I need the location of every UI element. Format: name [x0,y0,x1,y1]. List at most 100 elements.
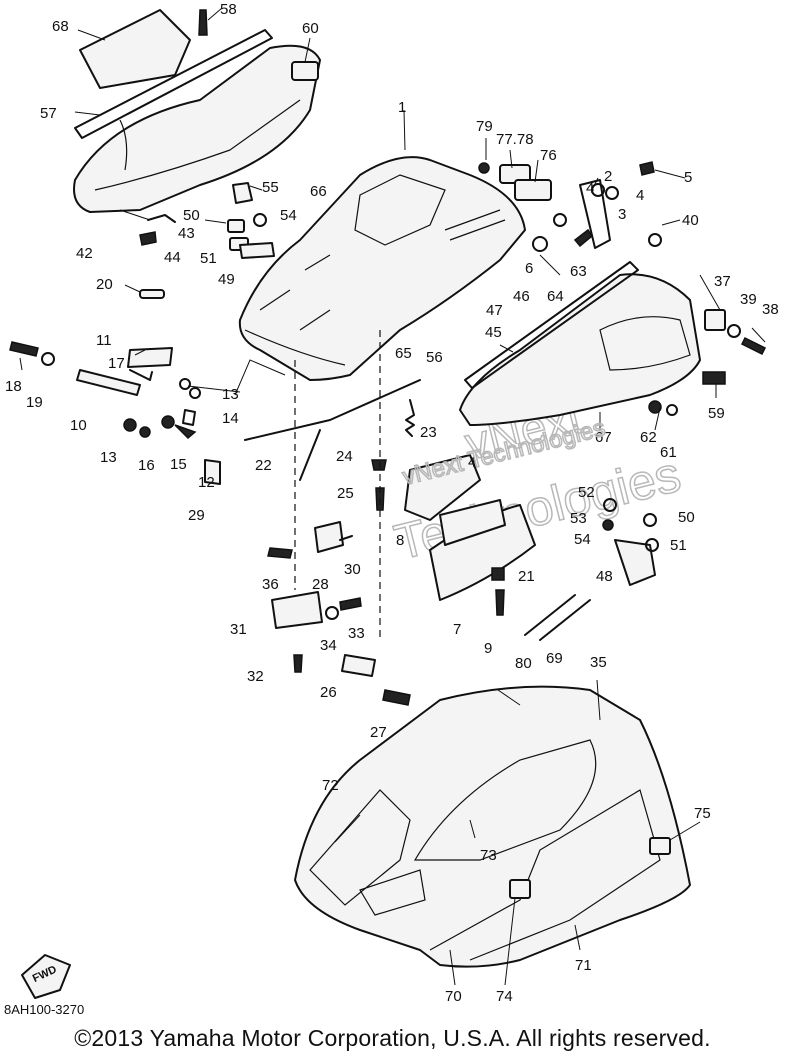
callout-34: 34 [320,637,337,654]
hardware-group-lower [267,459,411,706]
callout-56: 56 [426,349,443,366]
callout-73: 73 [480,847,497,864]
callout-5: 5 [684,169,692,186]
callout-55: 55 [262,179,279,196]
callout-70: 70 [445,988,462,1005]
callout-49: 49 [218,271,235,288]
callout-25: 25 [337,485,354,502]
callout-14: 14 [222,410,239,427]
callout-54b: 54 [574,531,591,548]
callout-13a: 13 [222,386,239,403]
callout-46: 46 [513,288,530,305]
callout-67: 67 [595,429,612,446]
callout-9: 9 [484,640,492,657]
callout-4c: 4 [468,454,476,471]
callout-10: 10 [70,417,87,434]
callout-33: 33 [348,625,365,642]
callout-15: 15 [170,456,187,473]
callout-20: 20 [96,276,113,293]
part-nut-21 [491,567,505,581]
part-trim-strip [74,29,273,139]
exploded-parts-diagram: vNext Technologies [5,1,779,1005]
callout-38: 38 [762,301,779,318]
copyright-notice: ©2013 Yamaha Motor Corporation, U.S.A. A… [74,1025,711,1051]
callout-60: 60 [302,20,319,37]
part-bolt-58 [198,9,208,36]
callout-69: 69 [546,650,563,667]
callout-16: 16 [138,457,155,474]
callout-32: 32 [247,668,264,685]
callout-26: 26 [320,684,337,701]
callout-30: 30 [344,561,361,578]
callout-43: 43 [178,225,195,242]
part-bracket-48 [614,539,656,586]
callout-8: 8 [396,532,404,549]
callout-72: 72 [322,777,339,794]
callout-23: 23 [420,424,437,441]
callout-13b: 13 [100,449,117,466]
callout-3: 3 [618,206,626,223]
part-spring-23 [405,399,415,437]
callout-76: 76 [540,147,557,164]
part-windshield [79,9,191,89]
hardware-group-left [9,182,275,485]
callout-7778: 77.78 [496,131,534,148]
callout-68: 68 [52,18,69,35]
callout-48: 48 [596,568,613,585]
callout-40: 40 [682,212,699,229]
callout-63: 63 [570,263,587,280]
callout-27: 27 [370,724,387,741]
part-badge-75 [649,837,671,855]
part-plate-4 [404,454,481,521]
callout-47: 47 [486,302,503,319]
callout-29: 29 [188,507,205,524]
callout-18: 18 [5,378,22,395]
callout-52: 52 [578,484,595,501]
callout-62: 62 [640,429,657,446]
callout-35: 35 [590,654,607,671]
callout-57: 57 [40,105,57,122]
forward-arrow-icon: FWD [21,954,71,999]
callout-12: 12 [198,474,215,491]
callout-11: 11 [96,332,112,349]
diagram-code: 8AH100-3270 [4,1002,85,1017]
callout-6: 6 [525,260,533,277]
callout-28: 28 [312,576,329,593]
callout-74: 74 [496,988,513,1005]
callout-59: 59 [708,405,725,422]
callout-17: 17 [108,355,125,372]
callout-51a: 51 [200,250,217,267]
callout-80: 80 [515,655,532,672]
callout-44: 44 [164,249,181,266]
callout-42: 42 [76,245,93,262]
callout-37: 37 [714,273,731,290]
callout-53: 53 [570,510,587,527]
part-bolt-9 [495,589,505,616]
callout-4a: 4 [586,180,594,197]
callout-4b: 4 [636,187,644,204]
leader-lines [19,7,766,431]
callout-7: 7 [453,621,461,638]
callout-51b: 51 [670,537,687,554]
callout-21: 21 [518,568,535,585]
callout-65: 65 [395,345,412,362]
hardware-group-top [478,161,767,416]
part-badge-74 [509,879,531,899]
part-clip [291,61,319,81]
callout-61: 61 [660,444,677,461]
callout-2: 2 [604,168,612,185]
callout-19: 19 [26,394,43,411]
callout-24: 24 [336,448,353,465]
callout-31: 31 [230,621,247,638]
callout-50a: 50 [183,207,200,224]
part-plate-8 [439,499,506,546]
callout-1: 1 [398,99,406,116]
callout-54a: 54 [280,207,297,224]
callout-58: 58 [220,1,237,18]
part-front-cowl [73,44,321,213]
callout-75: 75 [694,805,711,822]
callout-71: 71 [575,957,592,974]
callout-45: 45 [485,324,502,341]
callout-79: 79 [476,118,493,135]
